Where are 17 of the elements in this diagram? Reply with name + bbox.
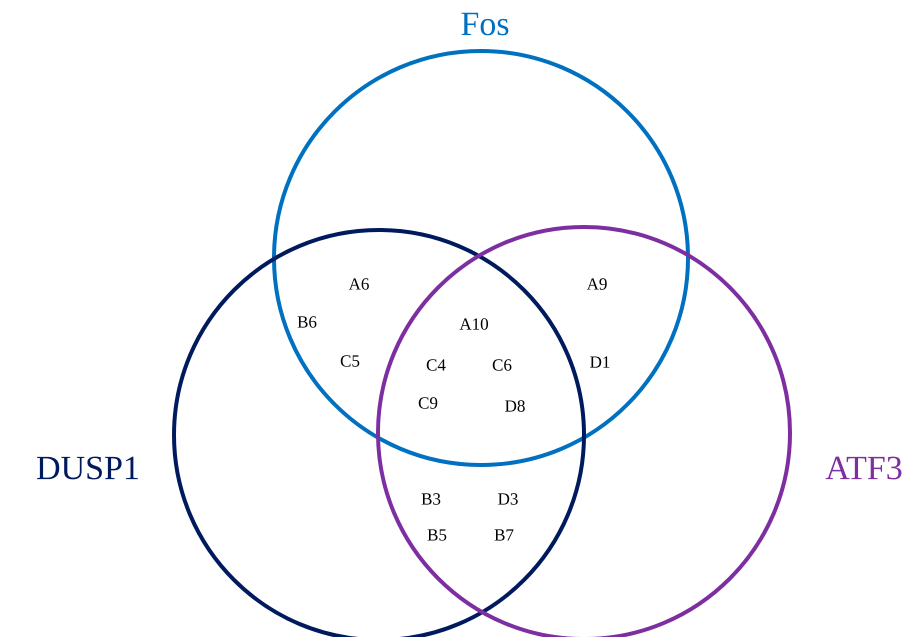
region-label: B5 [428, 529, 446, 541]
region-label: C9 [418, 397, 438, 409]
set-label: Fos [461, 12, 508, 36]
region-label: D8 [505, 400, 525, 412]
region-label: C4 [426, 359, 446, 371]
region-label: D1 [590, 356, 610, 368]
region-label: D3 [498, 493, 518, 505]
region-label: A10 [460, 318, 488, 330]
region-label: B6 [298, 316, 316, 328]
region-label: A9 [586, 278, 607, 290]
set-label: DUSP1 [37, 456, 138, 480]
region-label: B3 [422, 493, 440, 505]
region-label: C5 [340, 355, 360, 367]
region-label: C6 [492, 359, 512, 371]
set-label: ATF3 [826, 456, 902, 480]
region-label: B7 [494, 529, 514, 541]
region-label: A6 [348, 278, 369, 290]
